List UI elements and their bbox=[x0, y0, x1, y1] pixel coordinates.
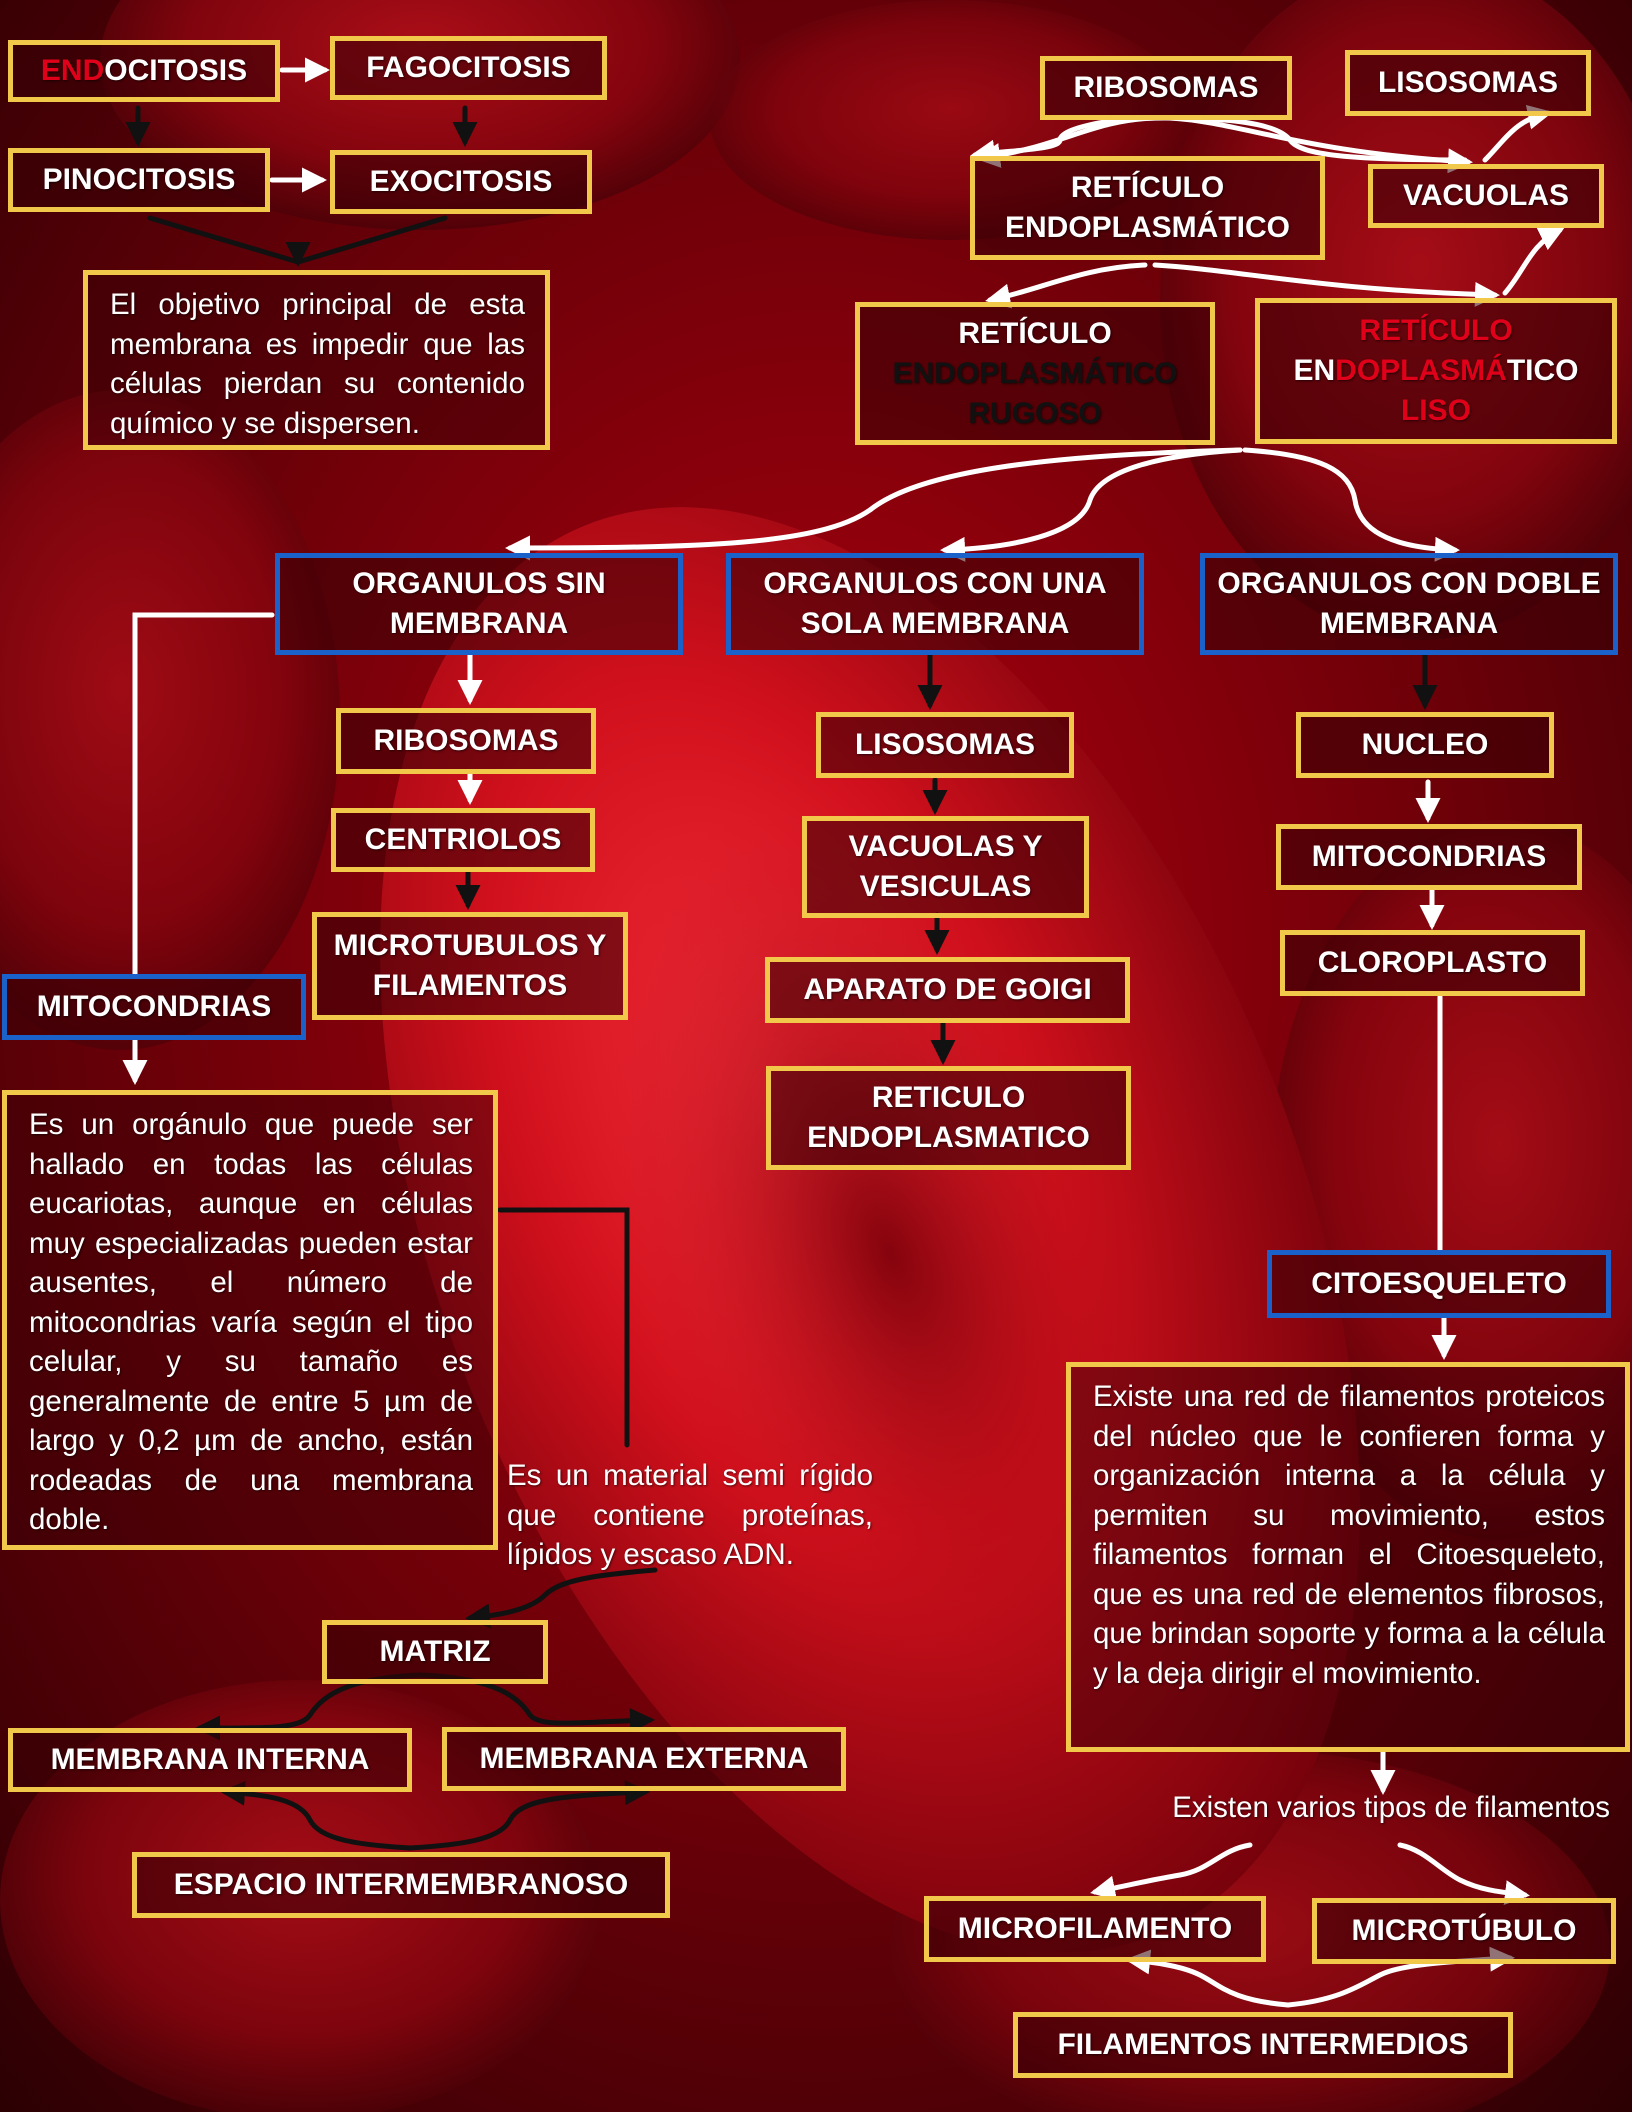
ribosomas-box: RIBOSOMAS bbox=[336, 708, 596, 774]
rugoso-line2: ENDOPLASMÁTICO bbox=[893, 354, 1178, 394]
liso-line2-a: EN bbox=[1293, 354, 1335, 387]
mitocondrias-description: Es un orgánulo que puede ser hallado en … bbox=[2, 1090, 498, 1550]
exocitosis-box: EXOCITOSIS bbox=[330, 150, 592, 214]
organulos-sin-membrana-box: ORGANULOS SIN MEMBRANA bbox=[275, 553, 683, 655]
ribosomas-top-box: RIBOSOMAS bbox=[1040, 56, 1292, 120]
reticulo-line2: ENDOPLASMÁTICO bbox=[1005, 208, 1290, 248]
mitocondrias-doble-box: MITOCONDRIAS bbox=[1276, 824, 1582, 890]
organulos-una-membrana-box: ORGANULOS CON UNA SOLA MEMBRANA bbox=[726, 553, 1144, 655]
nucleo-box: NUCLEO bbox=[1296, 712, 1554, 778]
reticulo-liso-box: RETÍCULO ENDOPLASMÁTICO LISO bbox=[1255, 298, 1617, 444]
microfilamento-box: MICROFILAMENTO bbox=[924, 1896, 1266, 1962]
aparato-goigi-box: APARATO DE GOIGI bbox=[765, 957, 1130, 1023]
endocitosis-suffix: OCITOSIS bbox=[104, 51, 247, 91]
organulos-doble-membrana-box: ORGANULOS CON DOBLE MEMBRANA bbox=[1200, 553, 1618, 655]
reticulo-line1: RETÍCULO bbox=[1071, 168, 1224, 208]
fagocitosis-box: FAGOCITOSIS bbox=[330, 36, 607, 100]
vacuolas-vesiculas-box: VACUOLAS Y VESICULAS bbox=[802, 816, 1089, 918]
rugoso-line3: RUGOSO bbox=[968, 394, 1101, 434]
endocitosis-prefix: END bbox=[41, 51, 104, 91]
matrix-note: Es un material semi rígido que contiene … bbox=[507, 1456, 873, 1586]
microtubulos-filamentos-box: MICROTUBULOS Y FILAMENTOS bbox=[312, 912, 628, 1020]
citoesqueleto-title-box: CITOESQUELETO bbox=[1267, 1250, 1611, 1318]
matriz-box: MATRIZ bbox=[322, 1620, 548, 1684]
rugoso-line1: RETÍCULO bbox=[958, 314, 1111, 354]
liso-line3: LISO bbox=[1401, 391, 1471, 431]
cloroplasto-box: CLOROPLASTO bbox=[1280, 930, 1585, 996]
reticulo-endoplasmatico-box: RETÍCULO ENDOPLASMÁTICO bbox=[970, 156, 1325, 260]
filament-types-note: Existen varios tipos de filamentos bbox=[1100, 1788, 1610, 1832]
lisosomas-box: LISOSOMAS bbox=[816, 712, 1074, 778]
filamentos-intermedios-box: FILAMENTOS INTERMEDIOS bbox=[1013, 2012, 1513, 2078]
vacuolas-top-box: VACUOLAS bbox=[1368, 164, 1604, 228]
citoesqueleto-description: Existe una red de filamentos proteicos d… bbox=[1066, 1362, 1630, 1752]
liso-line2-c: TICO bbox=[1507, 354, 1579, 387]
membrane-objective-note: El objetivo principal de esta membrana e… bbox=[83, 270, 550, 450]
microtubulo-box: MICROTÚBULO bbox=[1312, 1898, 1616, 1964]
reticulo-rugoso-box: RETÍCULO ENDOPLASMÁTICO RUGOSO bbox=[855, 302, 1215, 445]
lisosomas-top-box: LISOSOMAS bbox=[1345, 50, 1591, 116]
centriolos-box: CENTRIOLOS bbox=[331, 808, 595, 872]
membrana-interna-box: MEMBRANA INTERNA bbox=[8, 1728, 412, 1792]
espacio-intermembranoso-box: ESPACIO INTERMEMBRANOSO bbox=[132, 1852, 670, 1918]
liso-line2: ENDOPLASMÁTICO bbox=[1293, 351, 1578, 391]
liso-line1: RETÍCULO bbox=[1359, 311, 1512, 351]
pinocitosis-box: PINOCITOSIS bbox=[8, 148, 270, 212]
reticulo-endoplasmatico-una-box: RETICULO ENDOPLASMATICO bbox=[766, 1066, 1131, 1170]
membrana-externa-box: MEMBRANA EXTERNA bbox=[442, 1727, 846, 1791]
mitocondrias-title-box: MITOCONDRIAS bbox=[2, 974, 306, 1040]
liso-line2-b: DOPLASMÁ bbox=[1335, 354, 1507, 387]
